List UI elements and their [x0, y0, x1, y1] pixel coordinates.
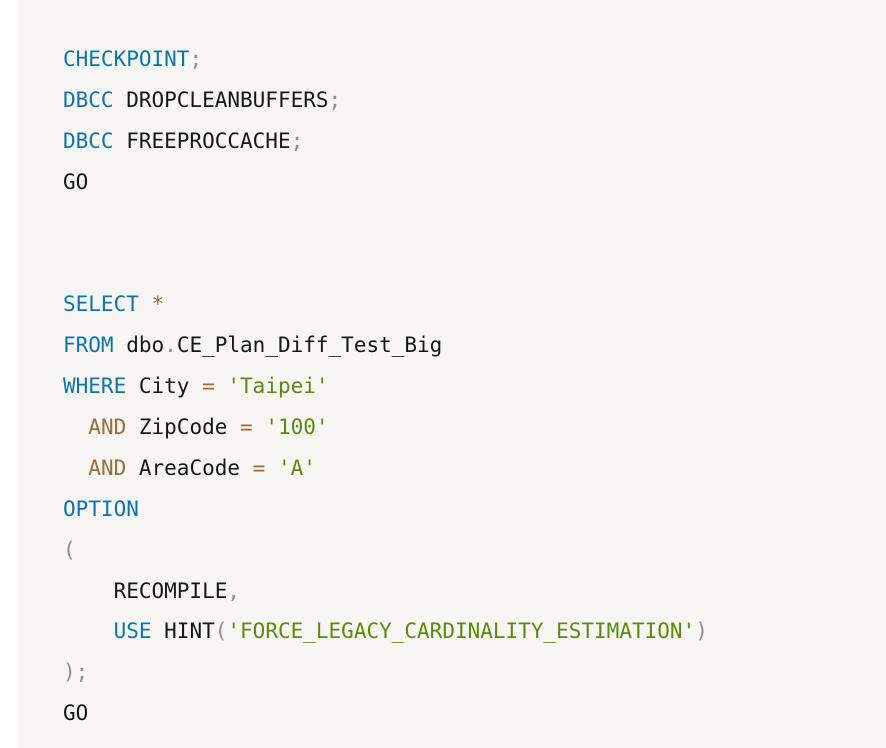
code-token-kw: DBCC	[63, 128, 114, 153]
code-token-punc: ;	[328, 87, 342, 112]
code-token-op: AND	[88, 415, 127, 440]
code-line: FROM dbo.CE_Plan_Diff_Test_Big	[63, 325, 708, 366]
code-token-kw: SELECT	[63, 292, 139, 317]
code-line: );	[63, 652, 708, 693]
code-token-plain	[253, 415, 266, 439]
code-token-punc: )	[63, 660, 76, 685]
code-line: WHERE City = 'Taipei'	[63, 366, 708, 407]
code-token-punc: ;	[189, 47, 203, 71]
code-token-str: 'FORCE_LEGACY_CARDINALITY_ESTIMATION'	[227, 619, 696, 644]
code-token-punc: ,	[227, 578, 241, 603]
code-line: DBCC FREEPROCCACHE;	[63, 121, 708, 162]
code-block: CHECKPOINT;DBCC DROPCLEANBUFFERS;DBCC FR…	[18, 0, 886, 748]
code-token-plain: HINT	[151, 619, 215, 644]
code-token-kw: CHECKPOINT	[63, 47, 190, 71]
code-token-kw: OPTION	[63, 496, 139, 521]
code-token-plain: GO	[63, 701, 89, 726]
code-line	[63, 243, 708, 284]
code-token-plain: RECOMPILE	[63, 578, 228, 603]
code-line: GO	[63, 162, 708, 203]
code-token-plain: DROPCLEANBUFFERS	[113, 87, 329, 112]
code-line	[63, 203, 708, 244]
code-token-kw: DBCC	[63, 87, 114, 112]
code-token-op: *	[151, 292, 165, 317]
code-token-punc: (	[214, 619, 228, 644]
code-token-punc: (	[63, 537, 76, 562]
code-token-plain: AreaCode	[126, 455, 253, 480]
code-token-punc: ;	[290, 128, 304, 153]
code-line: USE HINT('FORCE_LEGACY_CARDINALITY_ESTIM…	[63, 611, 708, 652]
code-token-op: =	[202, 374, 215, 399]
code-token-plain: City	[126, 374, 203, 399]
code-listing: CHECKPOINT;DBCC DROPCLEANBUFFERS;DBCC FR…	[63, 39, 708, 734]
code-token-plain	[63, 619, 114, 643]
code-token-plain	[63, 415, 88, 439]
code-token-plain: GO	[63, 169, 89, 194]
code-token-str: 'A'	[277, 455, 316, 480]
code-token-str: '100'	[265, 415, 329, 440]
code-token-plain: dbo	[113, 333, 165, 358]
code-token-kw: USE	[113, 619, 152, 644]
code-line: AND ZipCode = '100'	[63, 407, 708, 448]
code-token-plain	[215, 374, 228, 398]
code-token-punc: ;	[75, 660, 89, 685]
code-token-plain	[139, 292, 152, 316]
code-token-plain: ZipCode	[126, 415, 241, 440]
code-token-kw: WHERE	[63, 374, 127, 399]
code-token-plain: FREEPROCCACHE	[113, 128, 291, 153]
code-token-plain	[63, 456, 88, 480]
code-line: OPTION	[63, 489, 708, 530]
code-token-str: 'Taipei'	[227, 374, 329, 399]
code-line: AND AreaCode = 'A'	[63, 448, 708, 489]
code-token-op: =	[240, 415, 253, 440]
code-token-punc: )	[695, 619, 708, 644]
code-line: DBCC DROPCLEANBUFFERS;	[63, 80, 708, 121]
code-token-punc: .	[164, 333, 177, 358]
code-line: SELECT *	[63, 284, 708, 325]
code-token-op: =	[252, 455, 266, 480]
code-token-plain: CE_Plan_Diff_Test_Big	[176, 333, 443, 358]
code-line: RECOMPILE,	[63, 571, 708, 612]
code-line: CHECKPOINT;	[63, 39, 708, 80]
code-line: GO	[63, 693, 708, 734]
code-token-kw: FROM	[63, 333, 114, 358]
code-token-plain	[265, 456, 278, 480]
code-token-op: AND	[88, 455, 127, 480]
code-line: (	[63, 530, 708, 571]
